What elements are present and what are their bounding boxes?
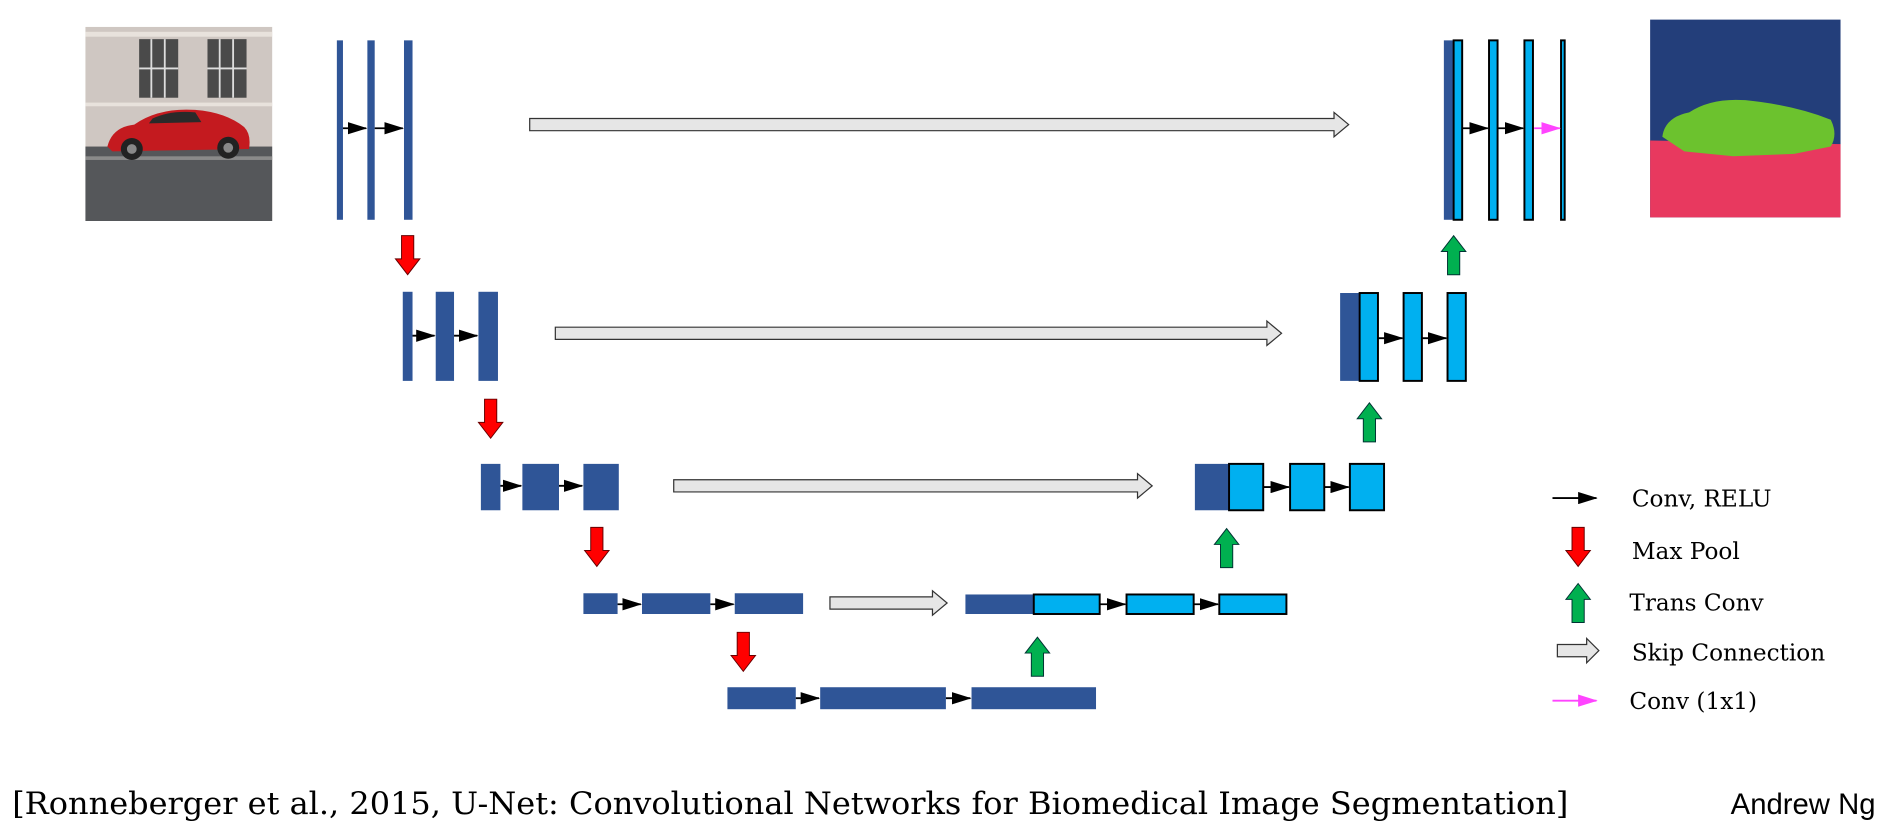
max-pool-arrow bbox=[477, 398, 504, 439]
feature-map bbox=[734, 593, 804, 615]
feature-map bbox=[971, 687, 1097, 710]
legend-conv-1x1: Conv (1x1) bbox=[1629, 688, 1757, 715]
feature-map bbox=[1523, 39, 1534, 221]
encoder-level-4 bbox=[583, 593, 804, 615]
skip-connection-arrow-level-3 bbox=[673, 472, 1154, 500]
feature-map bbox=[1218, 593, 1288, 615]
trans-conv-arrow-icon bbox=[1565, 583, 1591, 624]
feature-map bbox=[1488, 39, 1499, 221]
max-pool-arrow-icon bbox=[1565, 526, 1591, 567]
feature-map bbox=[367, 40, 375, 220]
decoder-level-2 bbox=[1340, 292, 1467, 382]
feature-map bbox=[336, 40, 343, 220]
author-credit: Andrew Ng bbox=[1731, 788, 1876, 821]
feature-map bbox=[480, 463, 501, 511]
legend-skip-connection: Skip Connection bbox=[1632, 639, 1825, 666]
feature-map bbox=[1452, 39, 1464, 221]
feature-map bbox=[1228, 462, 1265, 512]
legend-conv-relu: Conv, RELU bbox=[1632, 486, 1772, 513]
decoder-level-1 bbox=[1443, 39, 1566, 221]
feature-map bbox=[1348, 462, 1386, 512]
bottleneck bbox=[727, 687, 1097, 710]
feature-map bbox=[478, 291, 498, 381]
feature-map bbox=[583, 463, 619, 511]
encoder-level-3 bbox=[480, 463, 619, 511]
max-pool-arrow bbox=[394, 235, 421, 276]
encoder-level-1 bbox=[336, 40, 413, 220]
feature-map bbox=[583, 593, 618, 615]
feature-map bbox=[1358, 292, 1379, 382]
trans-conv-arrow bbox=[1356, 402, 1383, 443]
decoder-level-3 bbox=[1194, 462, 1386, 512]
decoder-level-4 bbox=[965, 593, 1288, 615]
feature-map bbox=[820, 687, 946, 710]
feature-map bbox=[435, 291, 455, 381]
output-feature-map bbox=[1560, 39, 1566, 221]
legend-trans-conv: Trans Conv bbox=[1629, 589, 1764, 616]
max-pool-arrow bbox=[584, 526, 610, 567]
skip-connection-arrow-level-1 bbox=[529, 111, 1350, 139]
skip-connection-arrow-level-4 bbox=[829, 589, 949, 617]
feature-map bbox=[1402, 292, 1423, 382]
skip-feature-map bbox=[965, 594, 1034, 615]
feature-map bbox=[1446, 292, 1467, 382]
skip-connection-arrow-icon bbox=[1556, 636, 1600, 665]
feature-map bbox=[727, 687, 796, 710]
feature-map bbox=[1125, 593, 1195, 615]
input-car-image bbox=[85, 26, 273, 221]
feature-map bbox=[403, 40, 413, 220]
max-pool-arrow bbox=[730, 631, 756, 672]
skip-feature-map bbox=[1340, 293, 1360, 381]
feature-map bbox=[1032, 593, 1101, 615]
trans-conv-arrow bbox=[1213, 528, 1240, 569]
legend-max-pool: Max Pool bbox=[1632, 538, 1740, 565]
skip-feature-map bbox=[1194, 463, 1230, 511]
output-segmentation-mask bbox=[1650, 19, 1841, 218]
legend: Conv, RELU Max Pool Trans Conv Skip Conn… bbox=[1552, 486, 1825, 715]
feature-map bbox=[1289, 462, 1326, 512]
encoder-level-2 bbox=[402, 291, 498, 381]
trans-conv-arrow bbox=[1024, 636, 1051, 677]
feature-map bbox=[641, 593, 711, 615]
feature-map bbox=[522, 463, 559, 511]
skip-connection-arrow-level-2 bbox=[554, 319, 1283, 347]
skip-feature-map bbox=[1443, 40, 1454, 220]
feature-map bbox=[402, 291, 413, 381]
trans-conv-arrow bbox=[1440, 235, 1467, 276]
citation: [Ronneberger et al., 2015, U-Net: Convol… bbox=[12, 786, 1568, 822]
